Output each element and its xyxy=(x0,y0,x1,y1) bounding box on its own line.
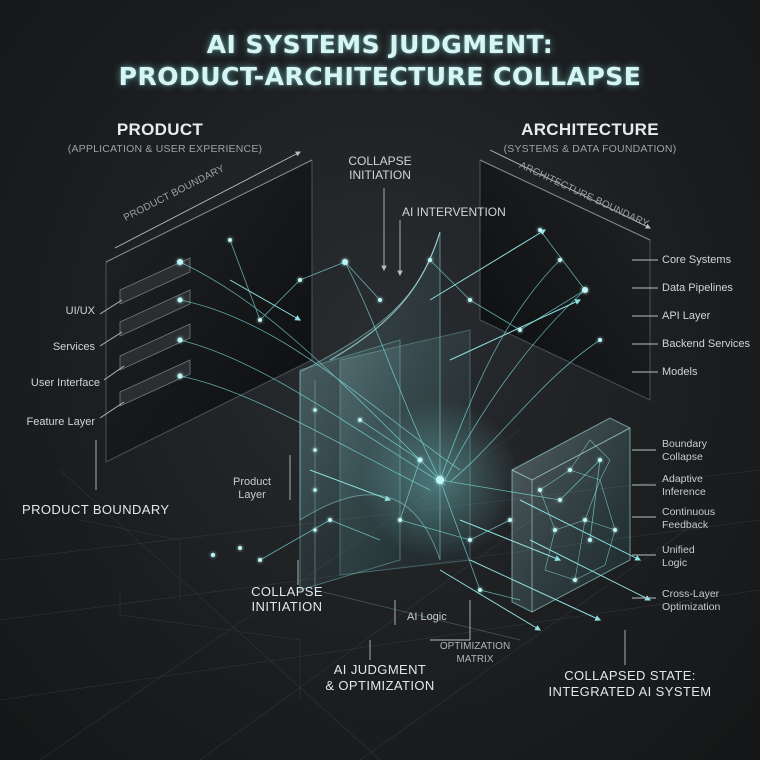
product-layer-feature-layer: Feature Layer xyxy=(26,416,95,428)
collapsed-item-adaptive-inference-line2: Inference xyxy=(662,486,706,498)
collapse-initiation-top-line2: INITIATION xyxy=(349,168,411,182)
collapse-initiation-top: COLLAPSE INITIATION xyxy=(330,154,430,182)
collapsed-item-unified-logic: Unified Logic xyxy=(662,544,695,570)
flow-arrows xyxy=(229,229,652,631)
product-layer-label: Product Layer xyxy=(222,476,282,502)
product-boundary-bottom-label: PRODUCT BOUNDARY xyxy=(22,502,170,517)
collapsed-item-continuous-feedback: Continuous Feedback xyxy=(662,506,715,532)
product-layer-label-line1: Product xyxy=(233,476,271,488)
leader-arrows xyxy=(95,188,658,665)
collapsed-item-continuous-feedback-line2: Feedback xyxy=(662,519,709,531)
architecture-heading: ARCHITECTURE xyxy=(521,120,659,139)
product-heading: PRODUCT xyxy=(116,120,204,139)
ai-judgment-line1: AI JUDGMENT xyxy=(333,662,427,677)
product-layer-user-interface: User Interface xyxy=(30,377,100,389)
collapsed-state-line1: COLLAPSED STATE: xyxy=(564,668,696,683)
product-layer-label-line2: Layer xyxy=(238,489,266,501)
collapsed-item-cross-layer-optimization: Cross-Layer Optimization xyxy=(662,588,720,614)
collapsed-item-cross-layer-optimization-line2: Optimization xyxy=(662,601,721,613)
collapsed-item-boundary-collapse-line2: Collapse xyxy=(662,451,703,463)
architecture-layer-backend-services: Backend Services xyxy=(662,338,751,350)
product-layer-tabs xyxy=(119,257,191,407)
collapsed-item-cross-layer-optimization-line1: Cross-Layer xyxy=(662,588,720,600)
collapsed-item-adaptive-inference-line1: Adaptive xyxy=(662,473,703,485)
architecture-panel xyxy=(479,159,651,401)
architecture-layer-core-systems: Core Systems xyxy=(662,254,732,266)
collapsed-item-boundary-collapse-line1: Boundary xyxy=(662,438,707,450)
network-nodes xyxy=(177,228,617,592)
ai-judgment-line2: & OPTIMIZATION xyxy=(325,678,435,693)
floor-grid xyxy=(0,429,760,760)
collapsed-item-unified-logic-line2: Logic xyxy=(662,557,688,569)
product-layer-uiux: UI/UX xyxy=(65,305,95,317)
optimization-matrix-line1: OPTIMIZATION xyxy=(439,641,511,652)
collapsed-item-continuous-feedback-line1: Continuous xyxy=(662,506,716,518)
product-layer-services: Services xyxy=(52,341,95,353)
collapse-initiation-top-line1: COLLAPSE xyxy=(348,154,412,168)
diagram-title-line1: AI SYSTEMS JUDGMENT: xyxy=(206,30,554,59)
architecture-layer-api: API Layer xyxy=(662,310,711,322)
optimization-matrix-label: OPTIMIZATION MATRIX xyxy=(430,640,520,666)
integrated-system-block xyxy=(511,417,631,613)
collapse-initiation-bottom-line1: COLLAPSE xyxy=(251,584,323,599)
collapsed-state-label: COLLAPSED STATE: INTEGRATED AI SYSTEM xyxy=(545,668,715,700)
boundary-arrows xyxy=(114,149,651,249)
collapsed-item-adaptive-inference: Adaptive Inference xyxy=(662,473,706,499)
ai-intervention-label: AI INTERVENTION xyxy=(402,205,506,219)
architecture-layer-data-pipelines: Data Pipelines xyxy=(662,282,733,294)
collapse-initiation-bottom: COLLAPSE INITIATION xyxy=(232,584,342,614)
optimization-matrix-line2: MATRIX xyxy=(456,654,494,665)
collapsed-item-unified-logic-line1: Unified xyxy=(662,544,695,556)
collapsed-item-boundary-collapse: Boundary Collapse xyxy=(662,438,707,464)
collapse-initiation-bottom-line2: INITIATION xyxy=(251,599,323,614)
diagram-title-line2: PRODUCT-ARCHITECTURE COLLAPSE xyxy=(118,62,642,91)
product-subheading: (APPLICATION & USER EXPERIENCE) xyxy=(67,143,263,155)
collapsed-state-line2: INTEGRATED AI SYSTEM xyxy=(548,684,712,699)
ai-logic-label: AI Logic xyxy=(407,611,447,623)
ai-judgment-label: AI JUDGMENT & OPTIMIZATION xyxy=(315,662,445,694)
architecture-layer-models: Models xyxy=(662,366,698,378)
architecture-subheading: (SYSTEMS & DATA FOUNDATION) xyxy=(503,143,677,155)
